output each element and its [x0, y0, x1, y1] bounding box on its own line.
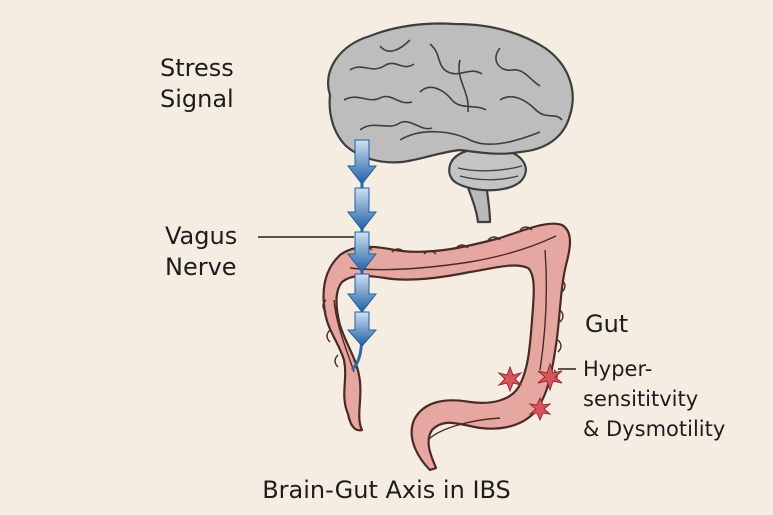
- vagus-label-line-2: Nerve: [165, 253, 237, 281]
- stress-label-line-1: Stress: [160, 54, 234, 82]
- vagus-label-line-1: Vagus: [165, 222, 238, 250]
- hypersensitivity-label: Hyper- sensititvity & Dysmotility: [583, 354, 725, 444]
- gut-label: Gut: [585, 310, 629, 338]
- diagram-caption: Brain-Gut Axis in IBS: [262, 476, 511, 504]
- brain-icon: [327, 22, 574, 224]
- vagus-nerve-label: Vagus Nerve: [165, 221, 237, 283]
- stress-label-line-2: Signal: [160, 85, 234, 113]
- hyper-label-line-3: & Dysmotility: [583, 417, 726, 441]
- starburst-icon: [497, 362, 563, 422]
- hyper-label-line-2: sensititvity: [583, 387, 699, 411]
- vagus-nerve-arrows: [346, 139, 378, 372]
- stress-signal-label: Stress Signal: [160, 53, 234, 115]
- hyper-label-line-1: Hyper-: [583, 357, 653, 381]
